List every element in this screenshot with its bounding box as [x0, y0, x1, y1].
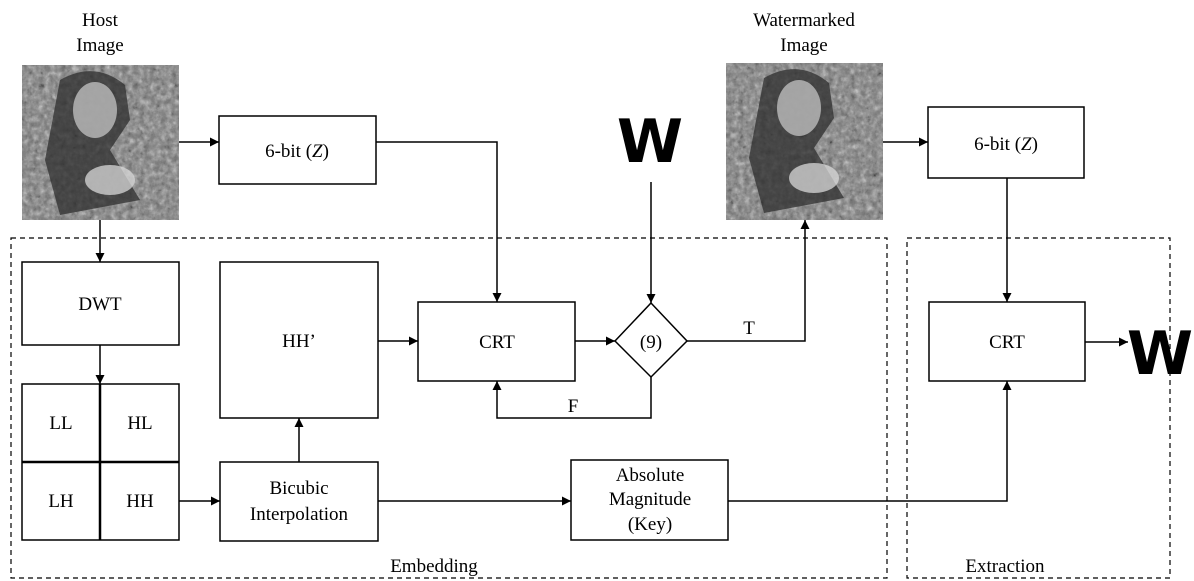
dwt-label: DWT: [78, 294, 122, 315]
absolute-magnitude-key-box: [570, 459, 729, 541]
subband-grid: [21, 383, 180, 541]
subband-ll: LL: [49, 413, 72, 434]
hh-prime-box: [219, 261, 379, 419]
host-image: [22, 65, 179, 220]
watermarked-image-label-line2: Image: [780, 35, 827, 56]
six-bit-z-extraction-label: 6-bit (Z): [974, 134, 1038, 155]
arrow-condition-false-to-crt: [492, 377, 652, 419]
subband-hl: HL: [127, 413, 152, 434]
extraction-region-label: Extraction: [965, 556, 1045, 577]
absolute-label-line3: (Key): [628, 514, 672, 535]
watermark-symbol-input: W: [617, 107, 683, 177]
hh-prime-label: HH’: [282, 331, 316, 352]
watermark-symbol-output: W: [1127, 319, 1193, 389]
absolute-label-line2: Magnitude: [609, 489, 691, 510]
dwt-box: [21, 261, 180, 346]
arrow-absolute-to-crt-extraction: [728, 381, 1012, 502]
bicubic-label-line1: Bicubic: [269, 478, 328, 499]
embedding-region: [10, 237, 888, 579]
watermarked-image: [726, 63, 883, 220]
absolute-label-line1: Absolute: [616, 465, 685, 486]
host-image-label-line2: Image: [76, 35, 123, 56]
six-bit-z-label: 6-bit (Z): [265, 141, 329, 162]
bicubic-label-line2: Interpolation: [250, 504, 349, 525]
crt-box: [417, 301, 576, 382]
subband-hh: HH: [126, 491, 154, 512]
true-branch-label: T: [743, 318, 755, 339]
extraction-region: [906, 237, 1171, 579]
host-image-label-line1: Host: [82, 10, 119, 31]
false-branch-label: F: [568, 396, 579, 417]
condition-9-label: (9): [640, 332, 662, 353]
bicubic-interpolation-box: [219, 461, 379, 542]
crt-extraction-label: CRT: [989, 332, 1025, 353]
arrow-condition-true-to-watermarked: [687, 220, 810, 342]
embedding-region-label: Embedding: [390, 556, 478, 577]
crt-label: CRT: [479, 332, 515, 353]
arrow-six-bit-to-crt: [376, 141, 502, 302]
subband-lh: LH: [48, 491, 74, 512]
six-bit-z-box: [218, 115, 377, 185]
watermarked-image-label-line1: Watermarked: [753, 10, 855, 31]
